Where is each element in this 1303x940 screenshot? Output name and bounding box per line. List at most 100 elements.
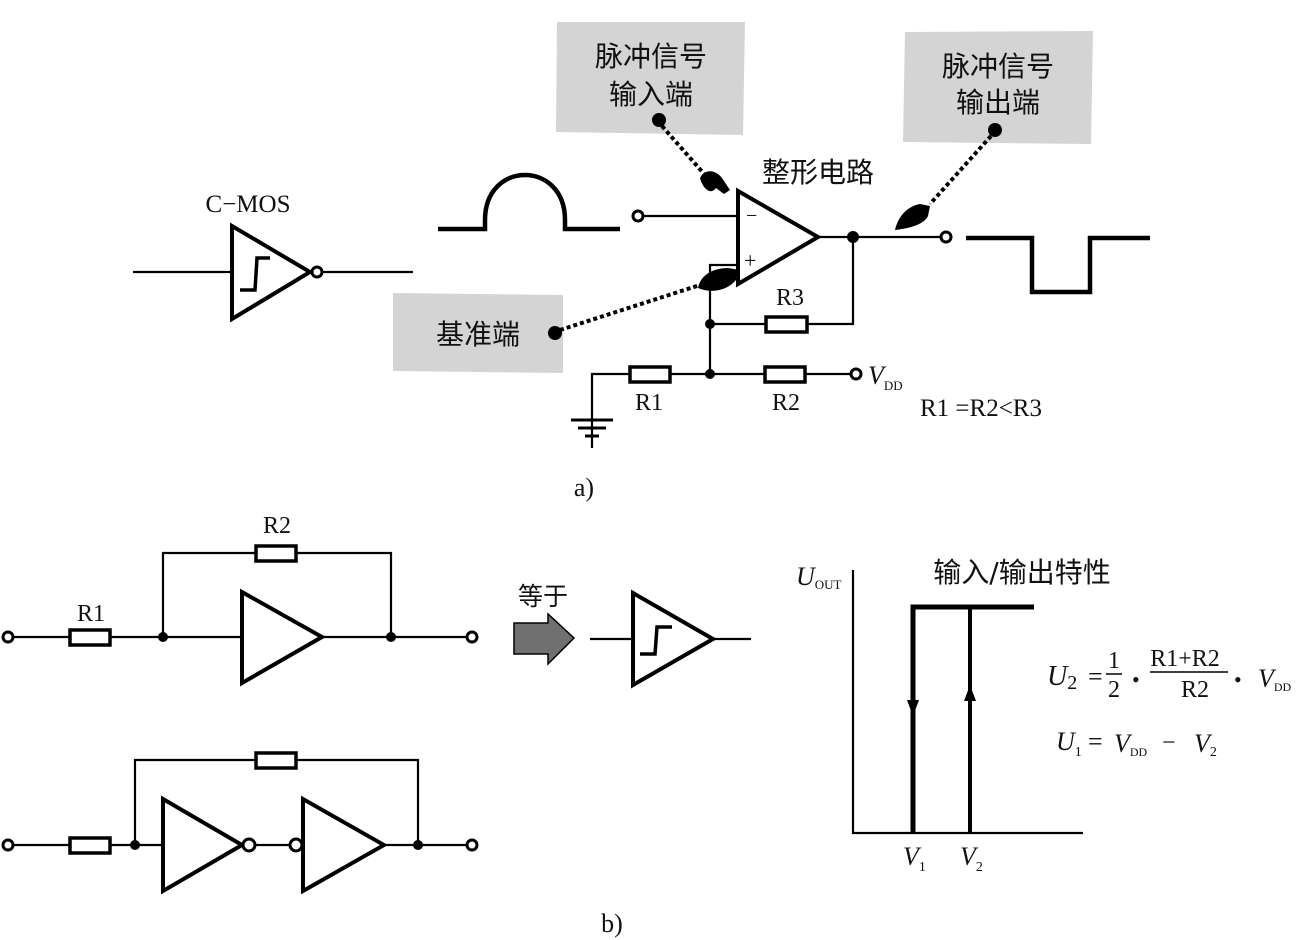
pointing-hand-icon [895, 204, 930, 230]
hysteresis-icon [240, 256, 270, 292]
equation-u1: U1 = VDD − V2 [1056, 727, 1217, 760]
opamp-plus-label: + [744, 248, 756, 273]
plot-title: 输入/输出特性 [933, 556, 1110, 589]
b2-inverter2-input-bubble [288, 837, 304, 853]
callout-output-anchor [988, 123, 1002, 137]
arrow-down-icon [907, 700, 919, 716]
wire [133, 758, 256, 845]
pointing-hand-icon [700, 171, 730, 194]
b2-feedback-resistor [254, 751, 298, 770]
resistor-r3 [764, 315, 809, 334]
eq2-vdd: VDD [1114, 729, 1148, 759]
callout-output: 脉冲信号 输出端 [895, 31, 1093, 230]
eq2-equals: = [1088, 727, 1103, 756]
caption-b: b) [601, 909, 623, 938]
callout-reference: 基准端 [393, 268, 740, 373]
b1-amplifier-triangle [240, 588, 327, 687]
schmitt-buffer-symbol [590, 589, 751, 689]
inverter-schmitt-circuit [1, 751, 479, 895]
r3-label: R3 [776, 285, 804, 311]
curve-high-to-low [910, 604, 1034, 833]
b1-r2-label: R2 [263, 513, 291, 539]
ground-wire [590, 372, 630, 448]
callout-output-box [903, 31, 1093, 144]
eq1-frac1-den: 2 [1108, 677, 1120, 703]
cmos-gate-triangle [230, 222, 314, 323]
ground-icon [571, 418, 613, 438]
eq2-lhs: U1 [1056, 727, 1082, 760]
b1-r1-label: R1 [77, 601, 105, 627]
eq1-lhs: U2 [1047, 661, 1077, 694]
resistor-relation: R1 =R2<R3 [920, 395, 1042, 422]
output-terminal [939, 230, 953, 244]
equation-u2: U2 = 1 2 • R1+R2 R2 • VDD [1047, 646, 1292, 703]
b2-inverter1-bubble [241, 837, 257, 853]
equals-label: 等于 [518, 582, 568, 611]
eq2-minus: − [1162, 730, 1176, 756]
tick-v2: V2 [960, 842, 983, 875]
plot-axes [851, 570, 1083, 835]
callout-input-line2: 输入端 [609, 78, 693, 111]
callout-reference-leader [559, 283, 701, 332]
pointing-hand-icon [698, 268, 740, 291]
callout-output-line1: 脉冲信号 [942, 50, 1054, 83]
wire [161, 551, 256, 637]
arrow-up-icon [964, 685, 976, 701]
callout-reference-anchor [548, 326, 562, 340]
r1-label: R1 [635, 390, 663, 416]
divider-junction [705, 369, 715, 379]
resistor-r2 [763, 365, 807, 384]
eq1-frac2-den: R2 [1181, 677, 1209, 703]
b2-output-junction [413, 840, 423, 850]
output-pulse-waveform [966, 235, 1150, 295]
r3-feedback-wire [807, 237, 855, 326]
input-terminal [631, 209, 645, 223]
wire [296, 551, 393, 637]
caption-a: a) [574, 473, 594, 502]
callout-output-line2: 输出端 [956, 86, 1040, 119]
r2-label: R2 [772, 390, 800, 416]
callout-output-leader [928, 134, 993, 206]
callout-input-line1: 脉冲信号 [595, 40, 707, 73]
b2-input-terminal [1, 838, 15, 852]
callout-reference-box [393, 293, 563, 373]
vdd-label: VDD [868, 361, 903, 393]
input-pulse-waveform [438, 172, 620, 232]
eq1-dot2: • [1234, 667, 1242, 692]
b2-output-terminal [465, 838, 479, 852]
b2-inverter1-triangle [161, 795, 246, 895]
cmos-inverter-bubble [310, 265, 324, 279]
resistor-r1 [628, 365, 672, 384]
y-axis-label: UOUT [796, 562, 842, 592]
vdd-terminal [849, 367, 863, 381]
eq1-equals: = [1088, 662, 1103, 691]
callout-input-box [556, 22, 745, 135]
b2-inverter2-triangle [301, 795, 389, 895]
cmos-label: C−MOS [206, 191, 291, 218]
hysteresis-icon [640, 625, 672, 656]
eq1-vdd: VDD [1258, 664, 1292, 694]
b1-resistor-r1 [68, 628, 112, 647]
schmitt-buffer-triangle [631, 589, 718, 689]
opamp-schmitt-circuit: R1 R2 [1, 513, 479, 687]
callout-input-leader [660, 124, 707, 177]
tick-v1: V1 [903, 842, 926, 875]
callout-input: 脉冲信号 输入端 [556, 22, 745, 194]
b1-input-terminal [1, 630, 15, 644]
eq1-frac1-num: 1 [1108, 648, 1120, 674]
opamp-minus-label: − [746, 205, 757, 227]
callout-input-anchor [652, 113, 666, 127]
eq1-dot1: • [1132, 667, 1140, 692]
eq1-frac2-num: R1+R2 [1150, 646, 1220, 672]
plus-input-wire [708, 263, 738, 374]
callout-reference-text: 基准端 [436, 318, 520, 351]
b2-input-resistor [68, 836, 112, 855]
b1-output-terminal [465, 630, 479, 644]
opamp-triangle [736, 187, 822, 288]
b1-resistor-r2 [254, 544, 298, 563]
wire [296, 758, 420, 845]
io-characteristic-plot: 输入/输出特性 UOUT V1 V2 [796, 556, 1111, 875]
shaping-circuit-title: 整形电路 [762, 156, 874, 189]
